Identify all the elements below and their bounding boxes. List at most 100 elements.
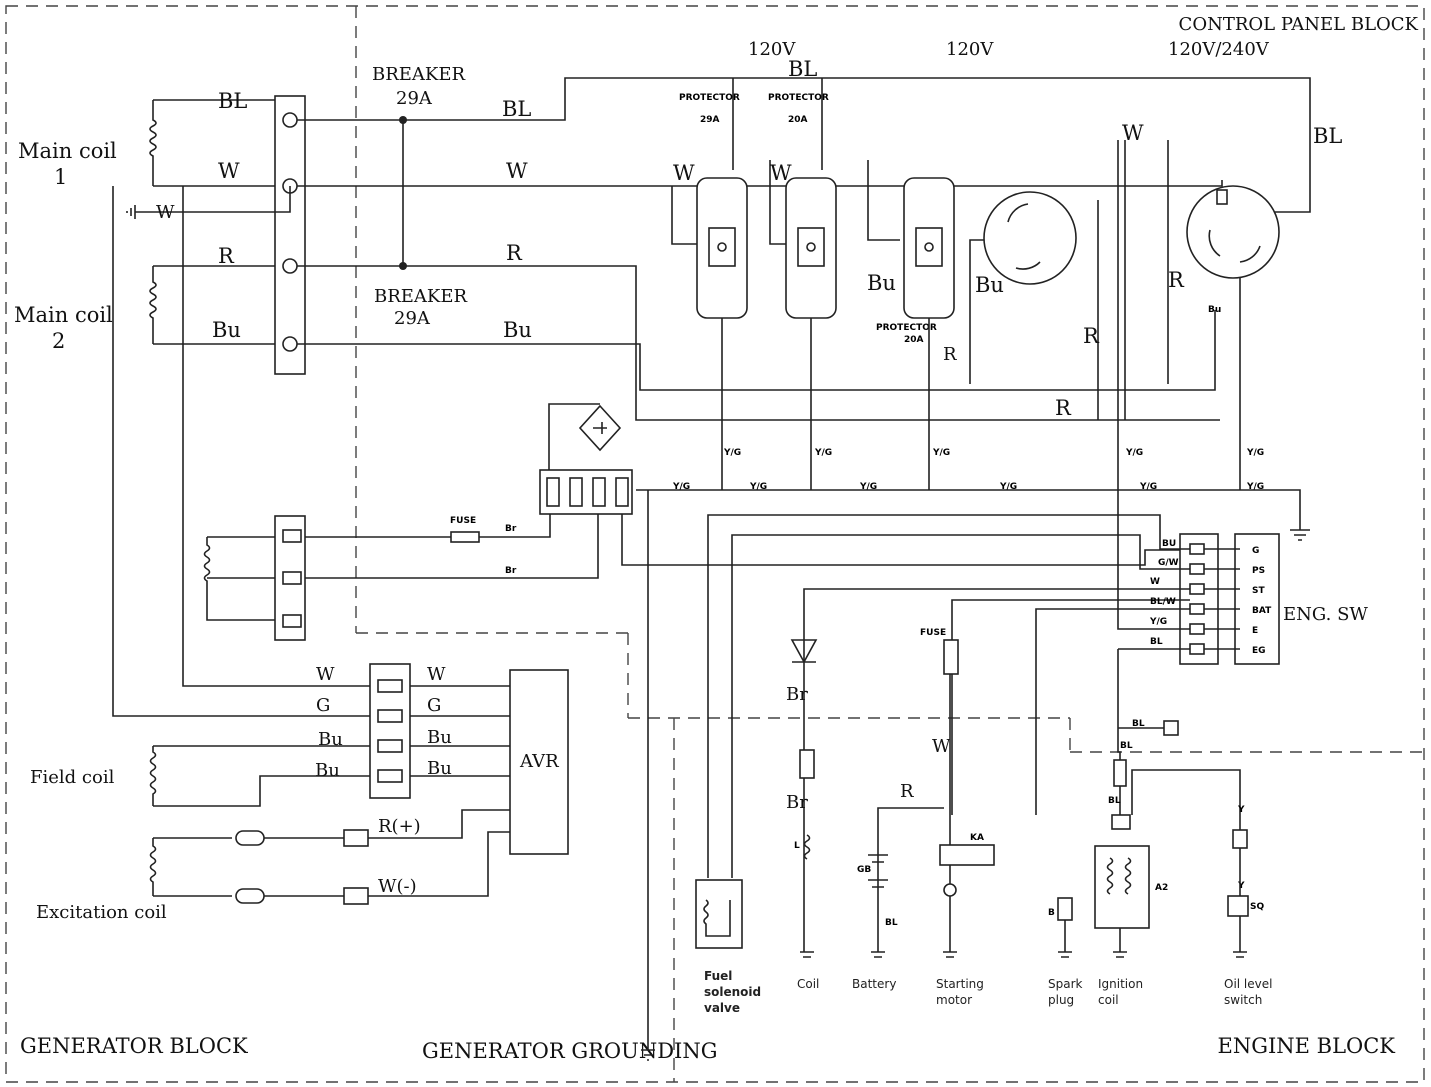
wire-label-bl-right: BL [1313,124,1342,148]
svg-text:Y/G: Y/G [932,448,950,458]
starter-relay [939,844,995,866]
main-terminal-strip [274,95,306,375]
wire-label-r-o4: R [1083,324,1100,348]
wire-label-bu-avr4: Bu [427,758,452,779]
wire-label-r-o5: R [1168,268,1185,292]
battery-wire [877,807,944,952]
wire-label-w-2: W [506,159,528,183]
wire-label-bu-avr2: Bu [427,727,452,748]
breaker-2: BREAKER 29A [374,286,468,329]
voltage-label-2: 120V [946,39,994,60]
wire-label-bu-small: Bu [1208,305,1221,315]
fuse-br [450,531,480,543]
eng-sw-title: ENG. SW [1283,604,1368,625]
svg-text:EG: EG [1252,646,1266,656]
svg-text:Fuel: Fuel [704,969,732,983]
svg-text:Y/G: Y/G [1149,617,1167,627]
svg-text:BREAKER: BREAKER [372,64,466,85]
component-labels: Fuel solenoid valve Coil Battery Startin… [704,969,1272,1015]
svg-text:A2: A2 [1155,883,1168,893]
svg-text:W(-): W(-) [378,876,417,897]
svg-text:solenoid: solenoid [704,985,761,999]
protector-3: PROTECTOR 20A [876,323,937,345]
battery-icon [868,854,888,888]
wire-label-br-2: Br [505,566,517,576]
spark-plug-icon [1057,897,1073,921]
svg-text:ST: ST [1252,586,1265,596]
outlet-3 [903,177,955,319]
svg-text:Excitation coil: Excitation coil [36,902,167,923]
svg-text:Y/G: Y/G [723,448,741,458]
outlet-1 [696,177,748,319]
excitation-coil: R(+) W(-) Excitation coil [36,809,510,923]
svg-text:Y/G: Y/G [1139,482,1157,492]
wire-label-g-avr1: G [316,695,330,716]
generator-block-title: GENERATOR BLOCK [20,1034,248,1058]
wire-label-w-o1: W [673,161,695,185]
wire-label-r-1: R [218,244,235,268]
voltage-label-1: 120V [748,39,796,60]
avr-label: AVR [519,751,559,772]
yg-labels: Y/G Y/G Y/G Y/G Y/G Y/G Y/G Y/G Y/G Y/G … [672,448,1264,492]
control-panel-title: CONTROL PANEL BLOCK [1179,14,1419,35]
oil-level-switch-icon [1227,895,1249,917]
wire-label-bu-o4: Bu [975,273,1004,297]
svg-text:BL: BL [1120,741,1133,751]
svg-text:BREAKER: BREAKER [374,286,468,307]
wire-label-bl-2: BL [502,97,531,121]
svg-text:Y/G: Y/G [1125,448,1143,458]
svg-text:29A: 29A [700,115,720,125]
avr-box [509,669,569,855]
svg-text:Battery: Battery [852,977,896,991]
diode [790,639,818,664]
svg-text:Y: Y [1237,805,1245,815]
wire-label-w-ground: W [156,202,175,223]
svg-text:Starting: Starting [936,977,984,991]
avr-pins [377,679,403,783]
wire-label-bu-avr1: Bu [318,729,343,750]
wire-label-br-1: Br [505,524,517,534]
svg-text:Field coil: Field coil [30,767,115,788]
svg-text:BL: BL [1108,796,1121,806]
svg-text:PROTECTOR: PROTECTOR [768,93,829,103]
fuel-solenoid-valve [695,879,743,949]
svg-text:2: 2 [52,329,65,353]
protector-1: PROTECTOR 29A [679,93,740,125]
svg-text:29A: 29A [394,308,431,329]
wire-label-bu-2: Bu [503,318,532,342]
svg-text:SQ: SQ [1250,902,1264,912]
svg-text:PS: PS [1252,566,1265,576]
svg-text:BL: BL [1150,637,1163,647]
wire-label-r-bottom: R [1055,396,1072,420]
svg-text:motor: motor [936,993,972,1007]
svg-text:Y/G: Y/G [814,448,832,458]
wire-label-br-3: Br [786,684,808,705]
twist-lock-outlet-240v [1186,185,1280,279]
wire-label-r-battery: R [900,781,914,802]
aux-coil [203,515,306,641]
ignition-coil-box [1094,845,1150,929]
svg-text:Y/G: Y/G [1246,482,1264,492]
wire-label-bu-o3: Bu [867,271,896,295]
svg-text:valve: valve [704,1001,740,1015]
svg-text:Oil level: Oil level [1224,977,1272,991]
svg-text:G: G [1252,546,1259,556]
svg-text:plug: plug [1048,993,1074,1007]
svg-text:20A: 20A [904,335,924,345]
wire-label-br-4: Br [786,792,808,813]
svg-text:coil: coil [1098,993,1119,1007]
fuse-label-1: FUSE [450,516,476,526]
fuse-label-2: FUSE [920,628,946,638]
eng-sw-pins [1189,543,1205,655]
svg-text:PROTECTOR: PROTECTOR [876,323,937,333]
eng-sw-wire-labels: BU G/W W BL/W Y/G BL [1149,539,1179,647]
voltage-label-3: 120V/240V [1168,39,1270,60]
twist-lock-outlet-120v [983,191,1077,285]
svg-text:BL: BL [1132,719,1145,729]
wire-label-w-o2: W [770,161,792,185]
wire-label-w-avr2: W [427,664,446,685]
svg-text:switch: switch [1224,993,1262,1007]
wire-label-bl-1: BL [218,89,247,113]
svg-text:1: 1 [54,165,67,189]
